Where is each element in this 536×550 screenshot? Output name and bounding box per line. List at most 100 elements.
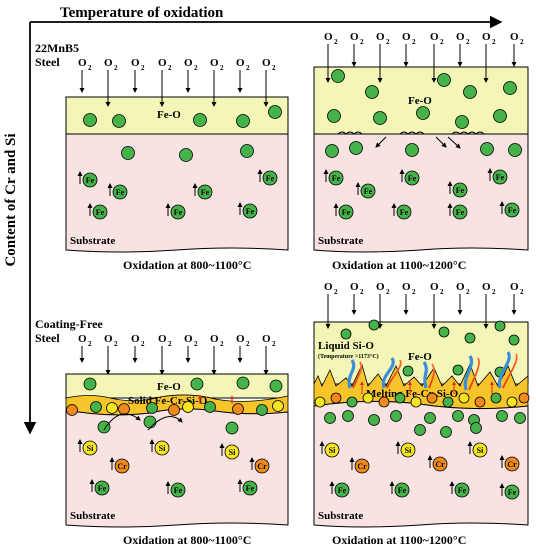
oxygen-subscript: 2 — [88, 64, 92, 72]
oxygen-label: O — [510, 281, 519, 293]
oxide-particle — [90, 401, 102, 413]
oxide-particle — [365, 85, 379, 99]
oxide-particle — [414, 424, 426, 436]
oxide-particle — [66, 404, 78, 416]
steel-label: 22MnB5 — [35, 41, 79, 55]
atom-label: Fe — [342, 208, 351, 217]
oxide-particle — [314, 396, 326, 408]
fe-atom — [396, 204, 412, 220]
oxygen-label: O — [324, 31, 333, 43]
oxygen-subscript: 2 — [246, 340, 250, 348]
liquid-si-o-plume — [463, 355, 473, 391]
liquid-si-o-plume — [381, 357, 395, 389]
oxide-particle — [268, 105, 282, 119]
oxide-particle — [272, 400, 284, 412]
oxide-particle — [514, 412, 526, 424]
fe-atom — [328, 170, 344, 186]
diffusion-arrow — [435, 136, 447, 148]
melt-flow — [428, 363, 436, 389]
cr-atom — [114, 458, 130, 474]
oxygen-subscript: 2 — [334, 38, 338, 46]
oxygen-subscript: 2 — [168, 340, 172, 348]
atom-label: Cr — [507, 460, 517, 469]
oxide-particle — [342, 410, 354, 422]
oxide-particle — [204, 401, 216, 413]
oxide-particle — [269, 379, 283, 393]
oxide-particle — [368, 414, 380, 426]
oxygen-label: O — [236, 57, 245, 69]
oxide-particle — [452, 410, 464, 422]
oxide-particle — [112, 114, 126, 128]
fe-atom — [504, 484, 520, 500]
oxide-particle — [463, 85, 477, 99]
oxide-particle — [518, 392, 530, 404]
oxygen-label: O — [158, 57, 167, 69]
oxide-particle — [340, 328, 352, 340]
oxide-particle — [362, 392, 374, 404]
atom-label: Cr — [257, 462, 267, 471]
melt-flow — [386, 359, 402, 389]
fe-atom — [454, 482, 470, 498]
oxygen-subscript: 2 — [141, 64, 145, 72]
oxygen-label: O — [78, 333, 87, 345]
cr-atom — [432, 456, 448, 472]
oxide-particle — [452, 364, 464, 376]
oxygen-subscript: 2 — [466, 288, 470, 296]
oxygen-label: O — [402, 31, 411, 43]
oxygen-subscript: 2 — [492, 38, 496, 46]
fe-atom — [452, 204, 468, 220]
fe-atom — [360, 183, 376, 199]
oxide-particle — [440, 426, 452, 438]
oxide-particle — [493, 109, 507, 123]
atom-label: Si — [87, 444, 94, 453]
oxygen-subscript: 2 — [246, 64, 250, 72]
atom-label: Si — [329, 446, 336, 455]
oxide-particle — [426, 392, 438, 404]
oxide-particle — [349, 141, 363, 155]
oxide-particle — [325, 144, 339, 158]
atom-label: Fe — [201, 188, 210, 197]
oxygen-label: O — [402, 281, 411, 293]
oxygen-subscript: 2 — [360, 38, 364, 46]
oxide-particle — [378, 396, 390, 408]
melt-flow — [502, 353, 518, 389]
atom-label: Fe — [458, 486, 467, 495]
oxygen-label: O — [376, 31, 385, 43]
fe-atom — [492, 169, 508, 185]
si-atom — [82, 440, 98, 456]
y-axis-label: Content of Cr and Si — [3, 133, 19, 266]
axes: Temperature of oxidation Content of Cr a… — [3, 5, 503, 435]
oxygen-subscript: 2 — [168, 64, 172, 72]
caption: Oxidation at 1100~1200°C — [332, 533, 466, 547]
oxygen-label: O — [210, 57, 219, 69]
oxygen-subscript: 2 — [520, 288, 524, 296]
fe-atom — [92, 204, 108, 220]
atom-label: Fe — [456, 186, 465, 195]
atom-label: Fe — [332, 174, 341, 183]
oxide-particle — [193, 113, 207, 127]
atom-label: Fe — [508, 488, 517, 497]
caption: Oxidation at 800~1100°C — [123, 533, 251, 547]
oxide-particle — [182, 401, 194, 413]
oxygen-label: O — [184, 333, 193, 345]
oxygen-subscript: 2 — [194, 64, 198, 72]
fe-atom — [197, 184, 213, 200]
melt-flow — [468, 357, 480, 391]
oxygen-label: O — [376, 281, 385, 293]
atom-label: Fe — [246, 484, 255, 493]
oxide-particle — [179, 148, 193, 162]
fe-atom — [82, 172, 98, 188]
oxide-particle — [225, 421, 239, 435]
atom-label: Si — [477, 446, 484, 455]
oxide-particle — [480, 142, 494, 156]
fe-atom — [170, 204, 186, 220]
oxygen-label: O — [158, 333, 167, 345]
atom-label: Fe — [400, 208, 409, 217]
oxygen-label: O — [236, 333, 245, 345]
oxygen-label: O — [104, 57, 113, 69]
oxygen-label: O — [262, 57, 271, 69]
diffusion-arrow — [147, 416, 183, 431]
atom-label: Cr — [435, 460, 445, 469]
oxygen-subscript: 2 — [272, 340, 276, 348]
interface-label: Solid Fe-Cr-Si-O — [128, 395, 208, 407]
